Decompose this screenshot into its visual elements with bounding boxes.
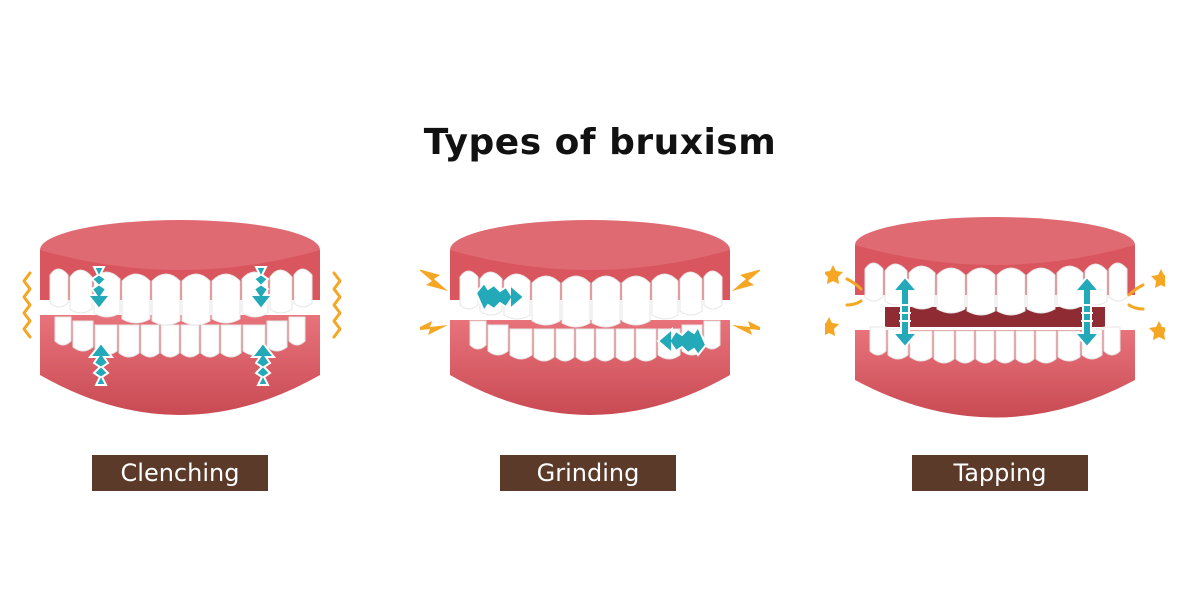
clenching-teeth-icon	[10, 205, 350, 445]
grinding-teeth-icon	[420, 205, 760, 445]
tapping-label: Tapping	[912, 455, 1088, 491]
grinding-panel	[420, 205, 760, 445]
clenching-panel	[10, 205, 350, 445]
tapping-teeth-icon	[825, 205, 1165, 445]
diagram-title: Types of bruxism	[0, 122, 1200, 163]
clenching-label: Clenching	[92, 455, 268, 491]
grinding-label: Grinding	[500, 455, 676, 491]
tapping-panel	[825, 205, 1165, 445]
